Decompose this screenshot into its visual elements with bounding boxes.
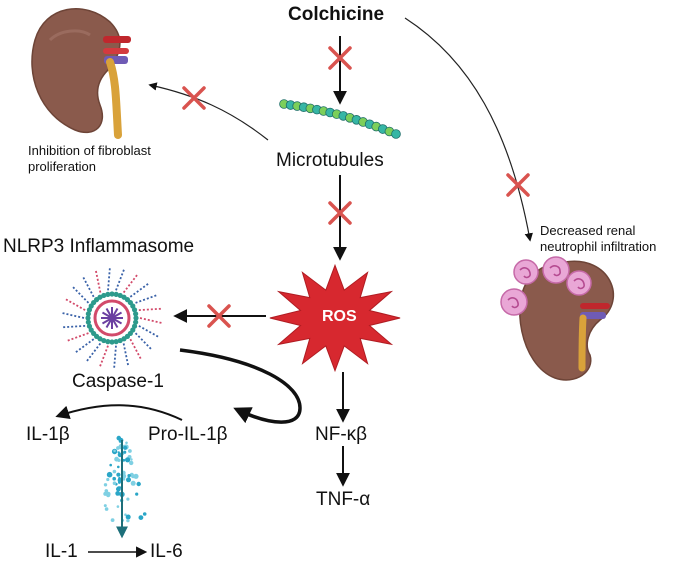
label-il1: IL-1 xyxy=(45,541,78,562)
label-il1b: IL-1β xyxy=(26,424,70,445)
label-neutrophil-line2: neutrophil infiltration xyxy=(540,239,657,254)
arrow-caspase-proil1b xyxy=(179,348,302,424)
label-nfkb: NF-κβ xyxy=(315,424,368,445)
label-fibroblast-line1: Inhibition of fibroblast xyxy=(28,143,151,158)
arrow-microtubules-fibroblast xyxy=(148,82,269,141)
cytokine-release-icon xyxy=(103,435,147,523)
inhibit-cross-icon xyxy=(182,86,206,110)
label-ros: ROS xyxy=(322,308,357,325)
label-caspase: Caspase-1 xyxy=(72,371,164,392)
label-neutrophil-line1: Decreased renal xyxy=(540,223,636,238)
arrow-colchicine-neutrophil xyxy=(404,17,533,242)
inhibit-cross-icon xyxy=(328,201,352,225)
label-fibroblast-line2: proliferation xyxy=(28,159,96,174)
inhibit-cross-icon xyxy=(207,304,231,328)
arrow-proil1b-il1b xyxy=(55,404,183,421)
label-colchicine: Colchicine xyxy=(288,4,385,25)
label-nlrp3: NLRP3 Inflammasome xyxy=(3,236,195,257)
label-il6: IL-6 xyxy=(150,541,183,562)
label-tnfa: TNF-α xyxy=(316,489,371,510)
inhibit-cross-icon xyxy=(506,173,530,197)
ros-starburst xyxy=(269,263,401,373)
inflamed-kidney-icon xyxy=(500,256,615,381)
label-proil1b: Pro-IL-1β xyxy=(148,424,228,445)
microtubule-icon xyxy=(279,99,401,139)
inflammasome-icon xyxy=(62,267,162,369)
inhibit-cross-icon xyxy=(328,46,352,70)
label-microtubules: Microtubules xyxy=(276,150,384,171)
kidney-icon xyxy=(31,8,131,139)
